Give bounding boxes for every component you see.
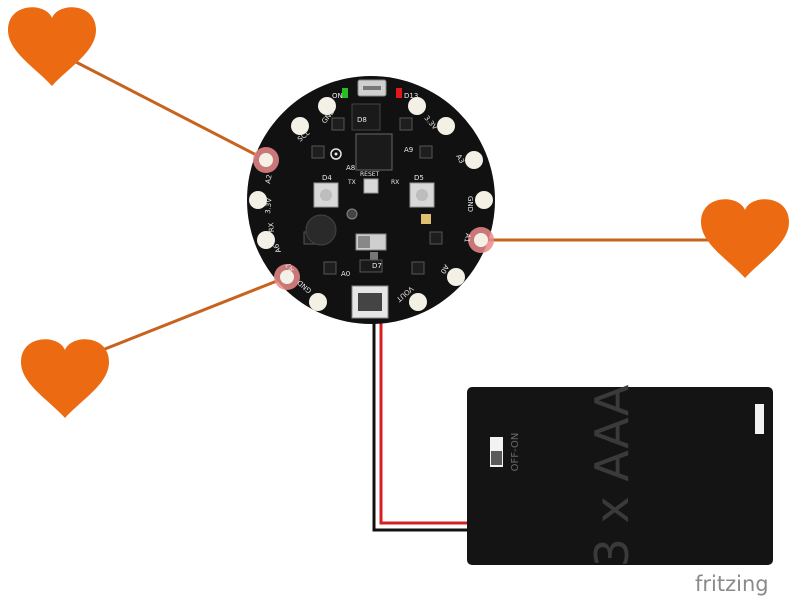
battery-switch-knob [491,451,502,465]
pad [257,231,275,249]
pad [280,270,294,284]
label-d13: D13 [404,92,418,100]
neopixel [429,231,443,245]
orange-wires [71,58,710,364]
usb-port [363,86,381,90]
label-a3: A3 [454,153,466,165]
label-d7: D7 [372,262,382,270]
neopixel [331,117,345,131]
label-3v3-left: 3.3V [264,197,273,214]
label-a8: A8 [346,164,355,172]
neopixel [323,261,337,275]
small-chip [359,259,383,273]
label-d4: D4 [322,174,332,182]
wire-bottom-left [71,275,288,364]
label-reset: RESET [360,171,380,178]
battery-terminal-mark [755,404,764,434]
wire-red [379,318,468,525]
label-rx: RX [267,222,276,233]
neopixel [419,145,433,159]
label-rx-center: RX [391,179,399,186]
board-pads [249,97,494,311]
circuit-playground-board: GND SCL A2 3.3V RX A6 A7 GND VOUT A0 A1 … [247,76,495,324]
label-a0-center: A0 [341,270,350,278]
pad [474,233,488,247]
battery-body [467,387,773,565]
label-a6: A6 [272,242,283,254]
pad [465,151,483,169]
left-button-cap [320,189,332,201]
right-button-cap [416,189,428,201]
heart-right-icon [701,199,789,278]
battery-switch-label: OFF-ON [510,433,521,472]
label-a2: A2 [264,174,273,184]
neopixel [311,145,325,159]
jst-socket [358,293,382,311]
slide-switch-knob [358,236,370,248]
pad [408,97,426,115]
label-tx: TX [347,179,356,186]
label-a9: A9 [404,146,413,154]
neopixel [399,117,413,131]
speaker [305,214,337,246]
battery-pack: OFF-ON 3 x AAA [467,384,773,567]
pad [437,117,455,135]
reset-button [363,178,379,194]
heart-bottom-left-icon [21,339,109,418]
small-component [370,252,378,260]
battery-capacity-label: 3 x AAA [585,384,639,567]
pad [475,191,493,209]
pad [409,293,427,311]
light-sensor-icon [330,148,342,160]
label-on: ON [332,92,343,100]
usb-chip [351,103,381,131]
pad [318,97,336,115]
label-d8: D8 [357,116,367,124]
wire-black [372,318,468,532]
pad [447,268,465,286]
neopixel [411,261,425,275]
label-d5: D5 [414,174,424,182]
fritzing-logo: fritzing [695,572,769,596]
label-a7: A7 [284,261,296,273]
pad [259,153,273,167]
temperature-icon [346,208,358,220]
light-sensor-pupil [334,152,338,156]
label-gnd-right: GND [466,196,474,212]
power-led [342,88,348,98]
pad [309,293,327,311]
board-body [247,76,495,324]
battery-wires [372,318,468,532]
ir-sensor [421,214,431,224]
d13-led [396,88,402,98]
heart-top-left-icon [8,7,96,86]
wire-top-left [71,58,267,162]
pad [249,191,267,209]
pad [291,117,309,135]
main-chip [355,133,393,171]
label-a0: A0 [439,263,451,275]
label-a1: A1 [462,233,471,243]
